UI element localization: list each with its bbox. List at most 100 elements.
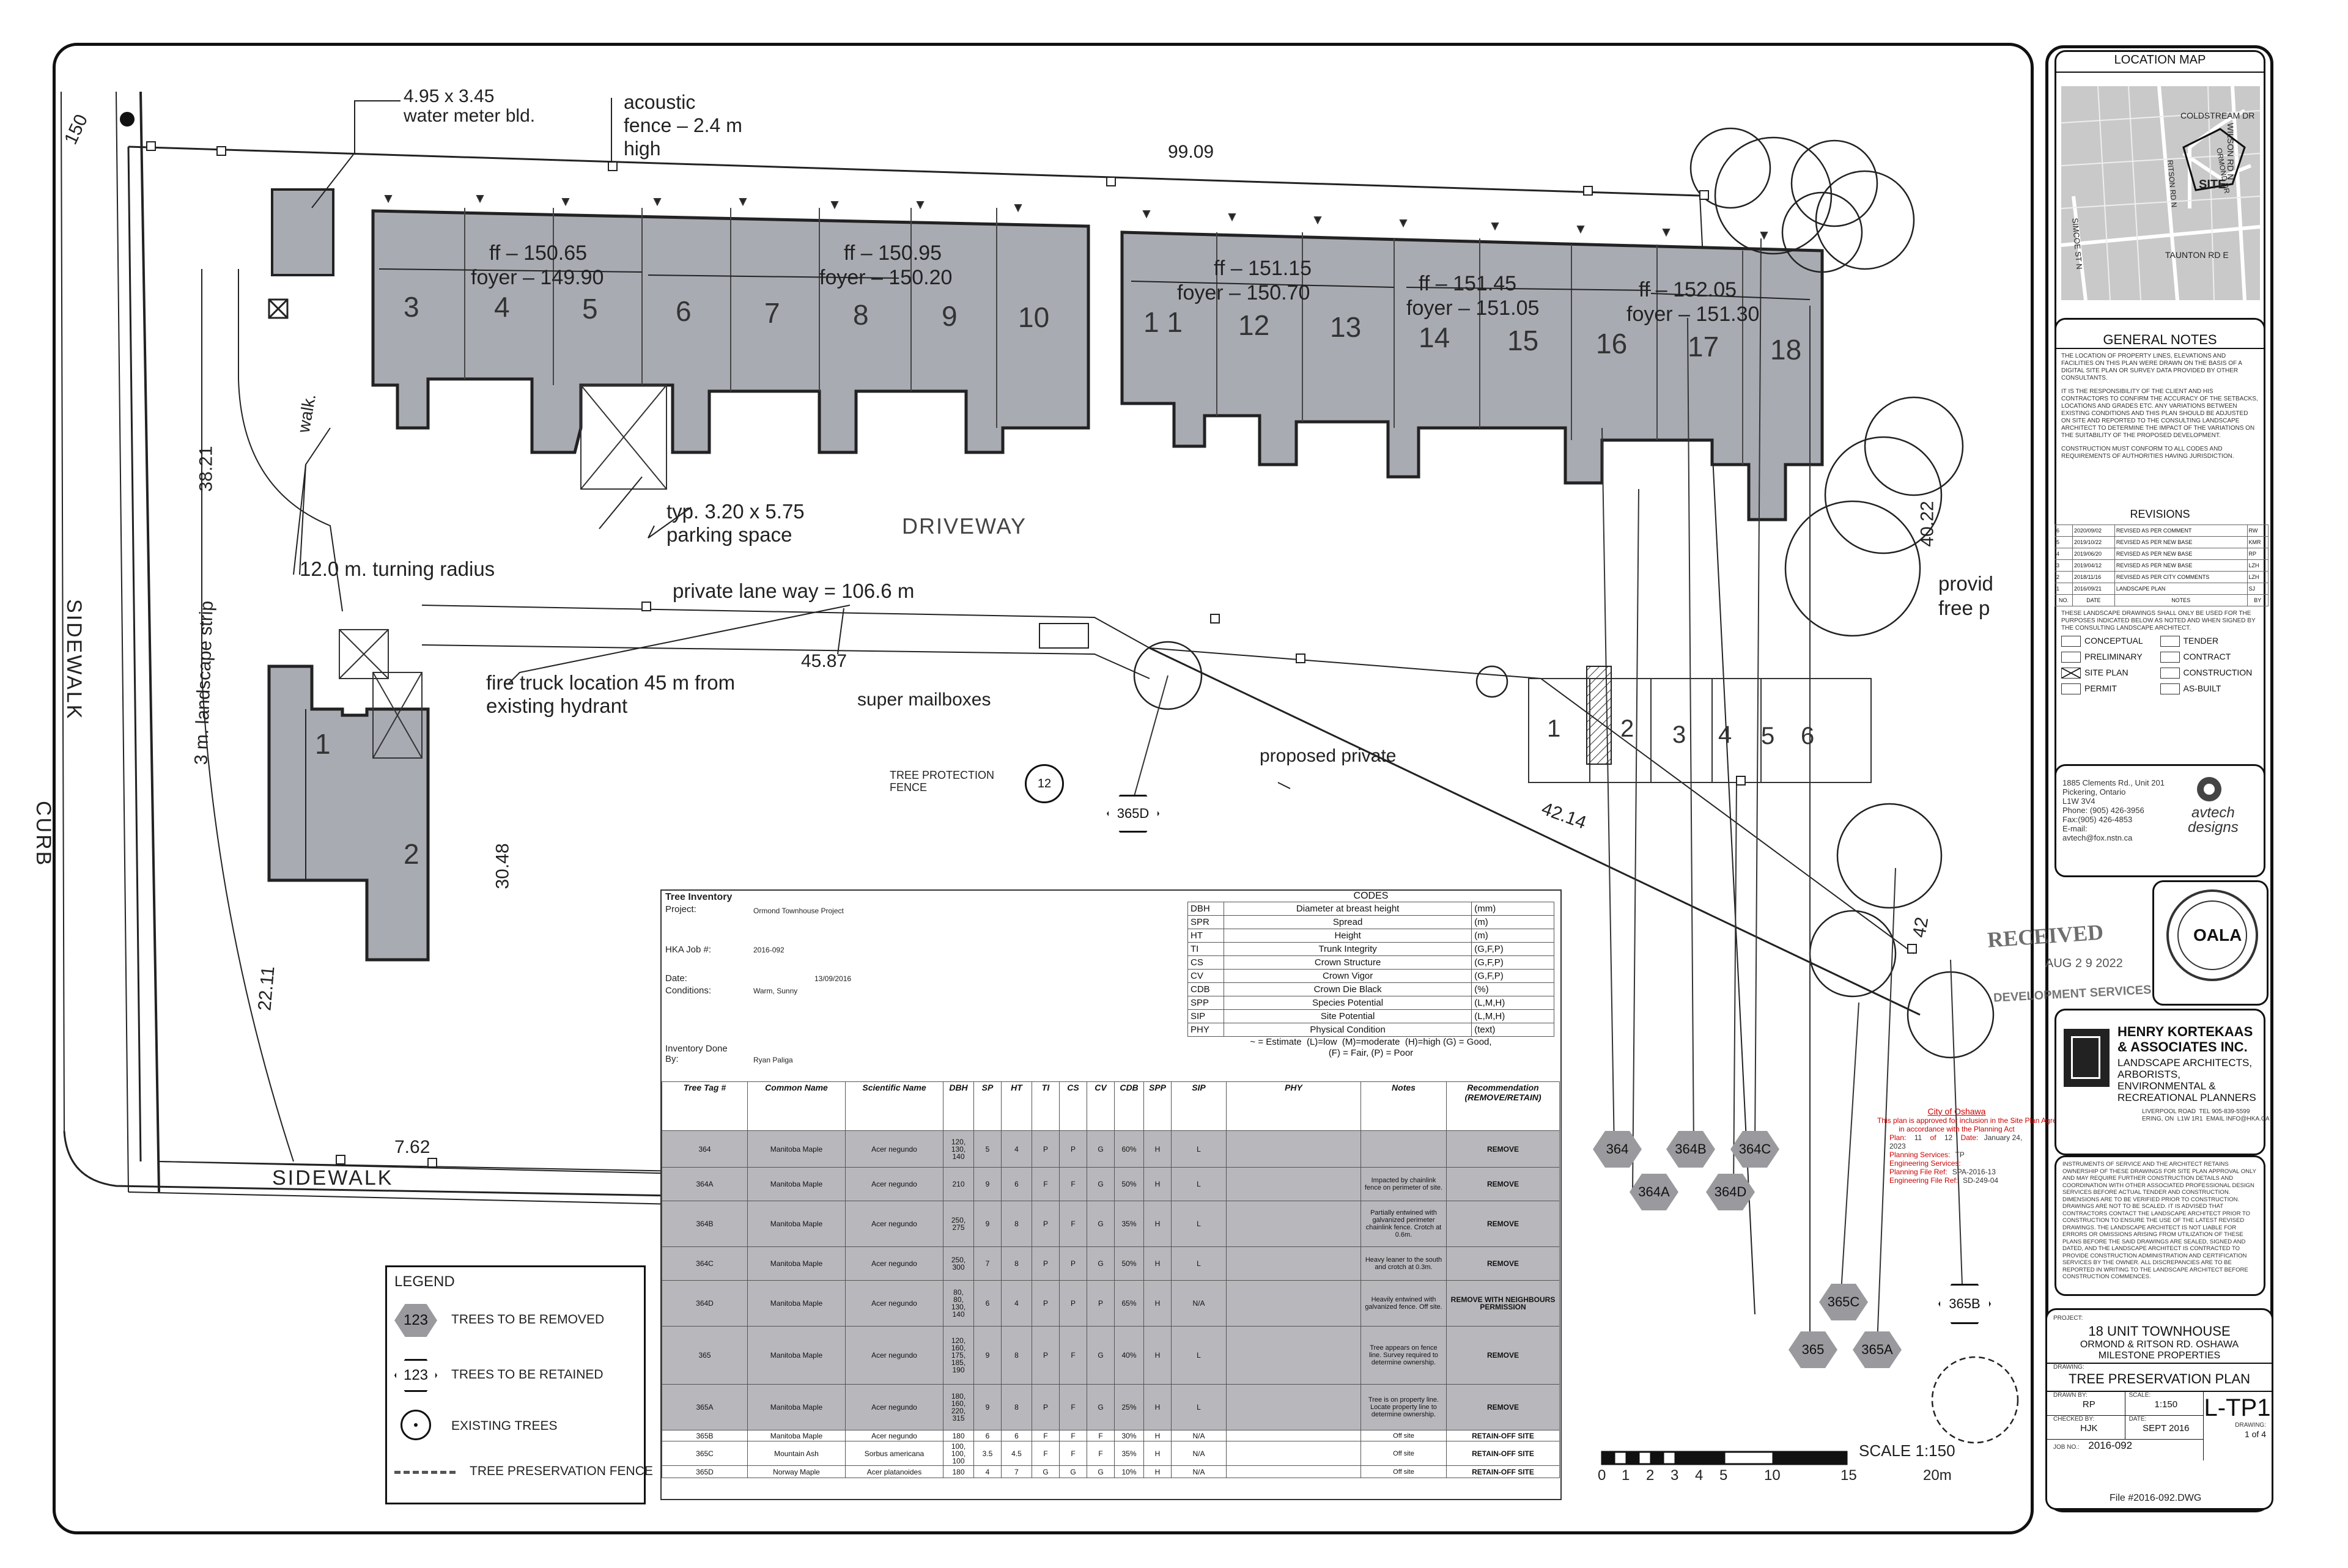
inventory-cell: L [1171, 1246, 1227, 1281]
inventory-cell: L [1171, 1130, 1227, 1168]
approval-plan-num: 11 [1914, 1133, 1922, 1142]
inventory-cell: P [1059, 1130, 1087, 1168]
inventory-cell: REMOVE [1446, 1246, 1560, 1281]
inventory-header: PHY [1226, 1081, 1361, 1131]
general-notes-title: GENERAL NOTES [2103, 332, 2217, 347]
revision-cell: 1 [2054, 583, 2073, 595]
proposed-private-label: proposed private [1260, 746, 1397, 766]
parking-number: 6 [1801, 723, 1815, 749]
inventory-cell: Acer negundo [845, 1201, 943, 1247]
inventory-date-label: Date: [665, 973, 687, 984]
inventory-cell: 35% [1114, 1441, 1144, 1466]
inventory-cell: 7 [973, 1246, 1002, 1281]
sheet-number: L-TP1 [2204, 1394, 2271, 1421]
unit-number: 5 [582, 293, 598, 325]
water-meter-label: 4.95 x 3.45 water meter bld. [404, 86, 536, 126]
inventory-cell [1226, 1167, 1361, 1201]
revisions-title: REVISIONS [2130, 508, 2190, 520]
avtech-logo: avtech designs [2188, 804, 2239, 836]
inventory-project: Ormond Townhouse Project [753, 907, 844, 915]
parking-number: 4 [1718, 721, 1732, 748]
inventory-cell: N/A [1171, 1441, 1227, 1466]
codes-cell: Crown Die Black [1223, 982, 1472, 996]
hka-description: LANDSCAPE ARCHITECTS, ARBORISTS, ENVIRON… [2117, 1057, 2256, 1103]
inventory-cell: P [1032, 1201, 1060, 1247]
inventory-cell: 5 [973, 1130, 1002, 1168]
codes-cell: (G,F,P) [1471, 969, 1554, 983]
status-checkbox [2160, 652, 2180, 663]
approval-planning-services: Planning Services: [1889, 1150, 1951, 1159]
dim-38-21: 38.21 [196, 446, 216, 492]
inventory-cell: RETAIN-OFF SITE [1446, 1430, 1560, 1441]
project-label: PROJECT: [2053, 1315, 2083, 1322]
legend-retained-label: TREES TO BE RETAINED [451, 1367, 604, 1382]
avtech-box: 1885 Clements Rd., Unit 201 Pickering, O… [2054, 764, 2265, 877]
scale-tick: 1 [1622, 1467, 1630, 1484]
revision-cell: 2019/10/22 [2072, 536, 2115, 548]
location-map-title: LOCATION MAP [2056, 52, 2264, 73]
inventory-header: CV [1087, 1081, 1115, 1131]
inventory-cell: F [1087, 1430, 1115, 1441]
inventory-cell [1226, 1430, 1361, 1441]
legend-removed-label: TREES TO BE REMOVED [451, 1312, 605, 1327]
approval-planning-file-val: SPA-2016-13 [1952, 1168, 1996, 1176]
inventory-cell: 50% [1114, 1167, 1144, 1201]
status-label: SITE PLAN [2084, 668, 2128, 677]
inventory-cell: G [1087, 1167, 1115, 1201]
codes-cell: Crown Structure [1223, 955, 1472, 970]
scale-tick: 2 [1646, 1467, 1655, 1484]
inventory-cell: G [1087, 1384, 1115, 1430]
inventory-cell: 6 [1001, 1167, 1032, 1201]
sidewalk-horizontal-label: SIDEWALK [272, 1166, 394, 1190]
inventory-cell: Acer negundo [845, 1130, 943, 1168]
copyright-box: INSTRUMENTS OF SERVICE AND THE ARCHITECT… [2054, 1155, 2265, 1296]
unit-number: 2 [404, 838, 419, 870]
inventory-cell: 250, 300 [943, 1246, 974, 1281]
dim-45-87: 45.87 [801, 651, 847, 671]
revision-cell: RP [2246, 548, 2269, 560]
foyer-label-3: foyer – 150.70 [1177, 281, 1310, 304]
status-label: CONCEPTUAL [2084, 636, 2143, 646]
title-block-border [2045, 45, 2273, 1512]
inventory-cell: 365A [662, 1384, 748, 1430]
inventory-cell: REMOVE [1446, 1384, 1560, 1430]
inventory-cell: Acer negundo [845, 1384, 943, 1430]
inventory-cell: 180 [943, 1465, 974, 1478]
status-checkbox [2061, 683, 2081, 695]
codes-cell: Species Potential [1223, 996, 1472, 1010]
revision-cell: 2020/09/02 [2072, 525, 2115, 537]
inventory-cell [1226, 1130, 1361, 1168]
map-street: COLDSTREAM DR [2180, 111, 2255, 120]
legend-box: LEGEND 123 TREES TO BE REMOVED 123 TREES… [385, 1265, 653, 1504]
status-label: TENDER [2183, 636, 2219, 646]
status-checkbox [2160, 683, 2180, 695]
inventory-cell: F [1059, 1167, 1087, 1201]
inventory-cell: Partially entwined with galvanized perim… [1360, 1201, 1447, 1247]
inventory-cell: Manitoba Maple [747, 1326, 846, 1385]
hka-name: HENRY KORTEKAAS & ASSOCIATES INC. [2117, 1024, 2253, 1055]
inventory-cell: 250, 275 [943, 1201, 974, 1247]
inventory-cell: 8 [1001, 1326, 1032, 1385]
map-site: SITE [2199, 178, 2226, 191]
codes-cell: Site Potential [1223, 1009, 1472, 1023]
codes-cell: (%) [1471, 982, 1554, 996]
drawing-title: TREE PRESERVATION PLAN [2047, 1371, 2272, 1392]
inventory-cell [1226, 1384, 1361, 1430]
revision-cell: 2019/04/12 [2072, 559, 2115, 572]
inventory-cell: L [1171, 1326, 1227, 1385]
file-name: File #2016-092.DWG [2110, 1493, 2202, 1503]
codes-cell: SPR [1187, 915, 1224, 929]
scale-tick: 5 [1719, 1467, 1728, 1484]
approval-engineering-services: Engineering Services: [1889, 1159, 1961, 1168]
inventory-cell: H [1143, 1280, 1172, 1327]
approval-text: This plan is approved for inclusion in t… [1877, 1116, 2077, 1133]
status-option: PRELIMINARY [2061, 652, 2160, 668]
